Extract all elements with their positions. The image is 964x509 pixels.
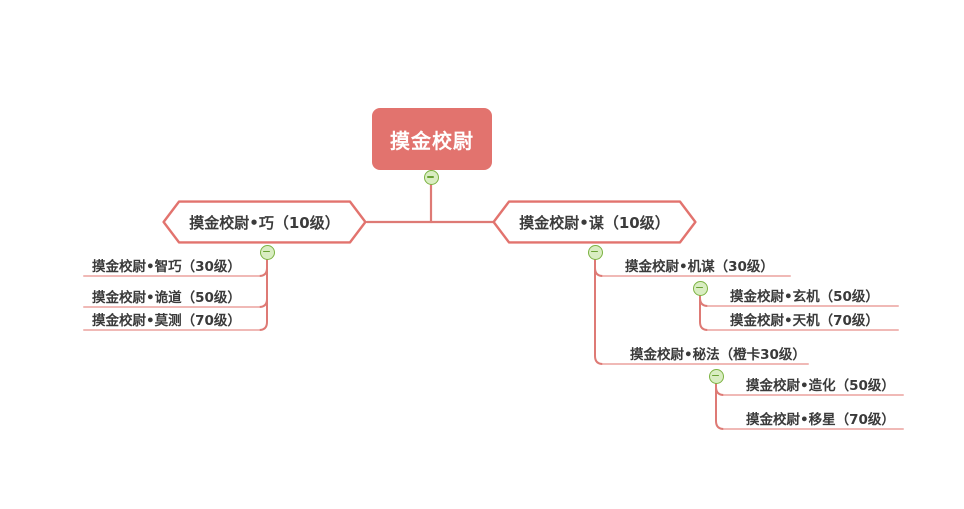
leaf-node-mifa-2-label: 摸金校尉•移星（70级） xyxy=(746,412,895,428)
toggle-jimou-collapse-icon[interactable] xyxy=(692,280,708,296)
leaf-node-left-2-label: 摸金校尉•诡道（50级） xyxy=(92,290,241,306)
wire-left-child-2 xyxy=(258,298,268,308)
root-node[interactable]: 摸金校尉 xyxy=(372,108,492,170)
toggle-root-collapse-icon[interactable] xyxy=(423,170,439,185)
subbranch-node-jimou[interactable]: 摸金校尉•机谋（30级） xyxy=(615,254,774,276)
subbranch-node-mifa-label: 摸金校尉•秘法（橙卡30级） xyxy=(630,347,806,363)
leaf-node-left-3[interactable]: 摸金校尉•莫测（70级） xyxy=(84,308,241,330)
leaf-node-left-2[interactable]: 摸金校尉•诡道（50级） xyxy=(84,285,241,307)
branch-node-right-label: 摸金校尉•谋（10级） xyxy=(519,213,670,232)
branch-node-left-label: 摸金校尉•巧（10级） xyxy=(189,213,340,232)
subbranch-node-jimou-label: 摸金校尉•机谋（30级） xyxy=(625,259,774,275)
leaf-node-jimou-1-label: 摸金校尉•玄机（50级） xyxy=(730,289,879,305)
wire-left-child-1 xyxy=(258,267,268,277)
root-node-label: 摸金校尉 xyxy=(390,128,474,153)
leaf-node-mifa-1-label: 摸金校尉•造化（50级） xyxy=(746,378,895,394)
leaf-node-jimou-2-label: 摸金校尉•天机（70级） xyxy=(730,313,879,329)
wire-mifa-stem xyxy=(715,375,725,430)
leaf-node-jimou-1[interactable]: 摸金校尉•玄机（50级） xyxy=(720,284,879,306)
branch-node-left[interactable]: 摸金校尉•巧（10级） xyxy=(162,200,367,244)
leaf-node-left-1[interactable]: 摸金校尉•智巧（30级） xyxy=(84,254,241,276)
hexagon-shape-right xyxy=(492,200,697,244)
wire-jimou-child-1 xyxy=(699,297,709,307)
wire-right-child-1 xyxy=(594,267,604,277)
leaf-node-left-3-label: 摸金校尉•莫测（70级） xyxy=(92,313,241,329)
toggle-right-branch-collapse-icon[interactable] xyxy=(587,244,603,260)
leaf-node-left-1-label: 摸金校尉•智巧（30级） xyxy=(92,259,241,275)
subbranch-node-mifa[interactable]: 摸金校尉•秘法（橙卡30级） xyxy=(620,342,806,364)
branch-node-right[interactable]: 摸金校尉•谋（10级） xyxy=(492,200,697,244)
leaf-node-jimou-2[interactable]: 摸金校尉•天机（70级） xyxy=(720,308,879,330)
wire-right-stem xyxy=(594,251,604,365)
toggle-left-branch-collapse-icon[interactable] xyxy=(259,244,275,260)
wire-mifa-child-1 xyxy=(715,386,725,396)
leaf-node-mifa-1[interactable]: 摸金校尉•造化（50级） xyxy=(736,373,895,395)
wire-left-stem xyxy=(258,251,268,331)
hexagon-shape-left xyxy=(162,200,367,244)
toggle-mifa-collapse-icon[interactable] xyxy=(708,368,724,384)
leaf-node-mifa-2[interactable]: 摸金校尉•移星（70级） xyxy=(736,407,895,429)
